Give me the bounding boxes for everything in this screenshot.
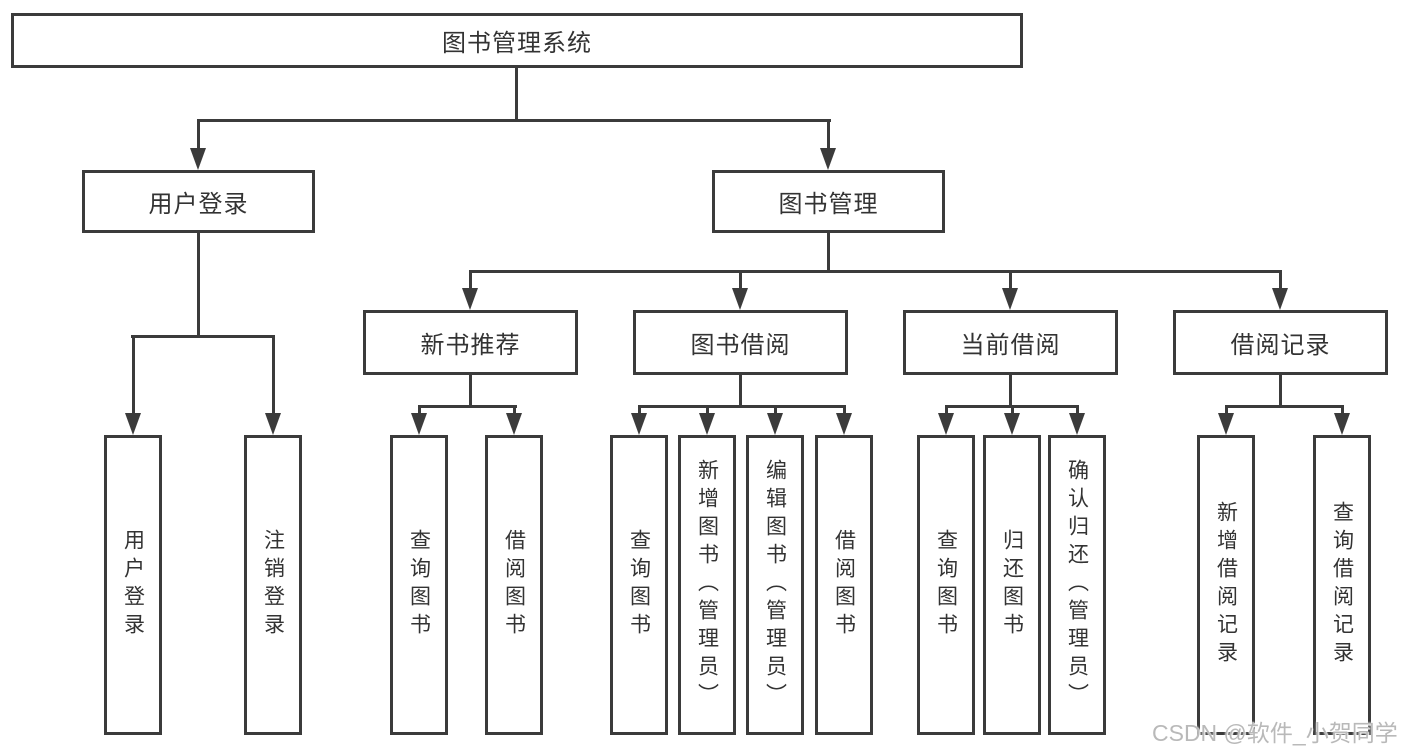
node-label: 图书借阅 xyxy=(690,332,791,359)
connector-to-borrowing-records xyxy=(1279,270,1282,290)
node-book-management: 图书管理 xyxy=(712,170,945,233)
leaf-user-login: 用户登录 xyxy=(104,435,162,735)
node-label: 用户登录 xyxy=(148,191,249,218)
node-label: 新增图书（管理员） xyxy=(695,459,719,711)
node-label: 借阅图书 xyxy=(832,529,856,641)
leaf-return-books: 归还图书 xyxy=(983,435,1041,735)
connector-current-borrowing-stem xyxy=(1009,375,1012,407)
leaf-add-borrow-record: 新增借阅记录 xyxy=(1197,435,1255,735)
arrowhead-icon xyxy=(767,413,783,435)
arrowhead-icon xyxy=(1069,413,1085,435)
arrowhead-icon xyxy=(506,413,522,435)
connector-book-borrowing-split xyxy=(638,405,846,408)
node-label: 查询图书 xyxy=(934,529,958,641)
connector-leaf-stem xyxy=(1341,405,1344,417)
leaf-add-books-admin: 新增图书（管理员） xyxy=(678,435,736,735)
connector-new-book-stem xyxy=(469,375,472,407)
connector-borrowing-records-stem xyxy=(1279,375,1282,407)
connector-leaf-stem xyxy=(132,335,135,415)
arrowhead-icon xyxy=(125,413,141,435)
node-borrowing-records: 借阅记录 xyxy=(1173,310,1388,375)
connector-book-borrowing-stem xyxy=(739,375,742,407)
arrowhead-icon xyxy=(462,288,478,310)
node-label: 新书推荐 xyxy=(420,332,521,359)
arrowhead-icon xyxy=(732,288,748,310)
node-new-book-recommendation: 新书推荐 xyxy=(363,310,578,375)
connector-leaf-stem xyxy=(774,405,777,417)
connector-root-stem xyxy=(515,68,518,119)
node-label: 借阅图书 xyxy=(502,529,526,641)
leaf-query-books-current: 查询图书 xyxy=(917,435,975,735)
connector-new-book-split xyxy=(418,405,517,408)
connector-to-book-borrowing xyxy=(739,270,742,290)
node-label: 归还图书 xyxy=(1000,529,1024,641)
arrowhead-icon xyxy=(190,148,206,170)
connector-to-book-management xyxy=(827,119,830,151)
node-label: 查询借阅记录 xyxy=(1330,501,1354,669)
leaf-borrow-books: 借阅图书 xyxy=(815,435,873,735)
node-label: 查询图书 xyxy=(627,529,651,641)
connector-leaf-stem xyxy=(945,405,948,417)
arrowhead-icon xyxy=(836,413,852,435)
node-current-borrowing: 当前借阅 xyxy=(903,310,1118,375)
connector-book-management-stem xyxy=(827,233,830,271)
arrowhead-icon xyxy=(1272,288,1288,310)
connector-leaf-stem xyxy=(1011,405,1014,417)
node-label: 当前借阅 xyxy=(960,332,1061,359)
arrowhead-icon xyxy=(699,413,715,435)
connector-leaf-stem xyxy=(272,335,275,415)
node-label: 注销登录 xyxy=(261,529,285,641)
connector-root-split xyxy=(197,119,831,122)
arrowhead-icon xyxy=(631,413,647,435)
connector-leaf-stem xyxy=(843,405,846,417)
leaf-edit-books-admin: 编辑图书（管理员） xyxy=(746,435,804,735)
node-library-management-system: 图书管理系统 xyxy=(11,13,1023,68)
node-label: 用户登录 xyxy=(121,529,145,641)
arrowhead-icon xyxy=(265,413,281,435)
connector-borrowing-records-split xyxy=(1225,405,1344,408)
node-user-login-branch: 用户登录 xyxy=(82,170,315,233)
node-label: 图书管理系统 xyxy=(442,30,592,57)
connector-level3-split xyxy=(469,270,1282,273)
node-label: 借阅记录 xyxy=(1230,332,1331,359)
leaf-borrow-books-recommend: 借阅图书 xyxy=(485,435,543,735)
connector-leaf-stem xyxy=(513,405,516,417)
arrowhead-icon xyxy=(1004,413,1020,435)
connector-leaf-stem xyxy=(638,405,641,417)
node-label: 新增借阅记录 xyxy=(1214,501,1238,669)
arrowhead-icon xyxy=(411,413,427,435)
connector-leaf-stem xyxy=(1225,405,1228,417)
connector-leaf-stem xyxy=(1076,405,1079,417)
leaf-logout: 注销登录 xyxy=(244,435,302,735)
connector-to-new-book xyxy=(469,270,472,290)
node-book-borrowing: 图书借阅 xyxy=(633,310,848,375)
node-label: 编辑图书（管理员） xyxy=(763,459,787,711)
leaf-query-borrow-record: 查询借阅记录 xyxy=(1313,435,1371,735)
leaf-query-books-borrowing: 查询图书 xyxy=(610,435,668,735)
arrowhead-icon xyxy=(1002,288,1018,310)
node-label: 图书管理 xyxy=(778,191,879,218)
arrowhead-icon xyxy=(1334,413,1350,435)
arrowhead-icon xyxy=(1218,413,1234,435)
arrowhead-icon xyxy=(820,148,836,170)
leaf-confirm-return-admin: 确认归还（管理员） xyxy=(1048,435,1106,735)
connector-leaf-stem xyxy=(418,405,421,417)
connector-user-login-stem xyxy=(197,233,200,337)
csdn-watermark: CSDN @软件_小贺同学 xyxy=(1152,720,1398,746)
node-label: 确认归还（管理员） xyxy=(1065,459,1089,711)
leaf-query-books-recommend: 查询图书 xyxy=(390,435,448,735)
connector-user-login-split xyxy=(131,335,275,338)
connector-to-current-borrowing xyxy=(1009,270,1012,290)
connector-to-user-login xyxy=(197,119,200,151)
arrowhead-icon xyxy=(938,413,954,435)
node-label: 查询图书 xyxy=(407,529,431,641)
connector-leaf-stem xyxy=(706,405,709,417)
